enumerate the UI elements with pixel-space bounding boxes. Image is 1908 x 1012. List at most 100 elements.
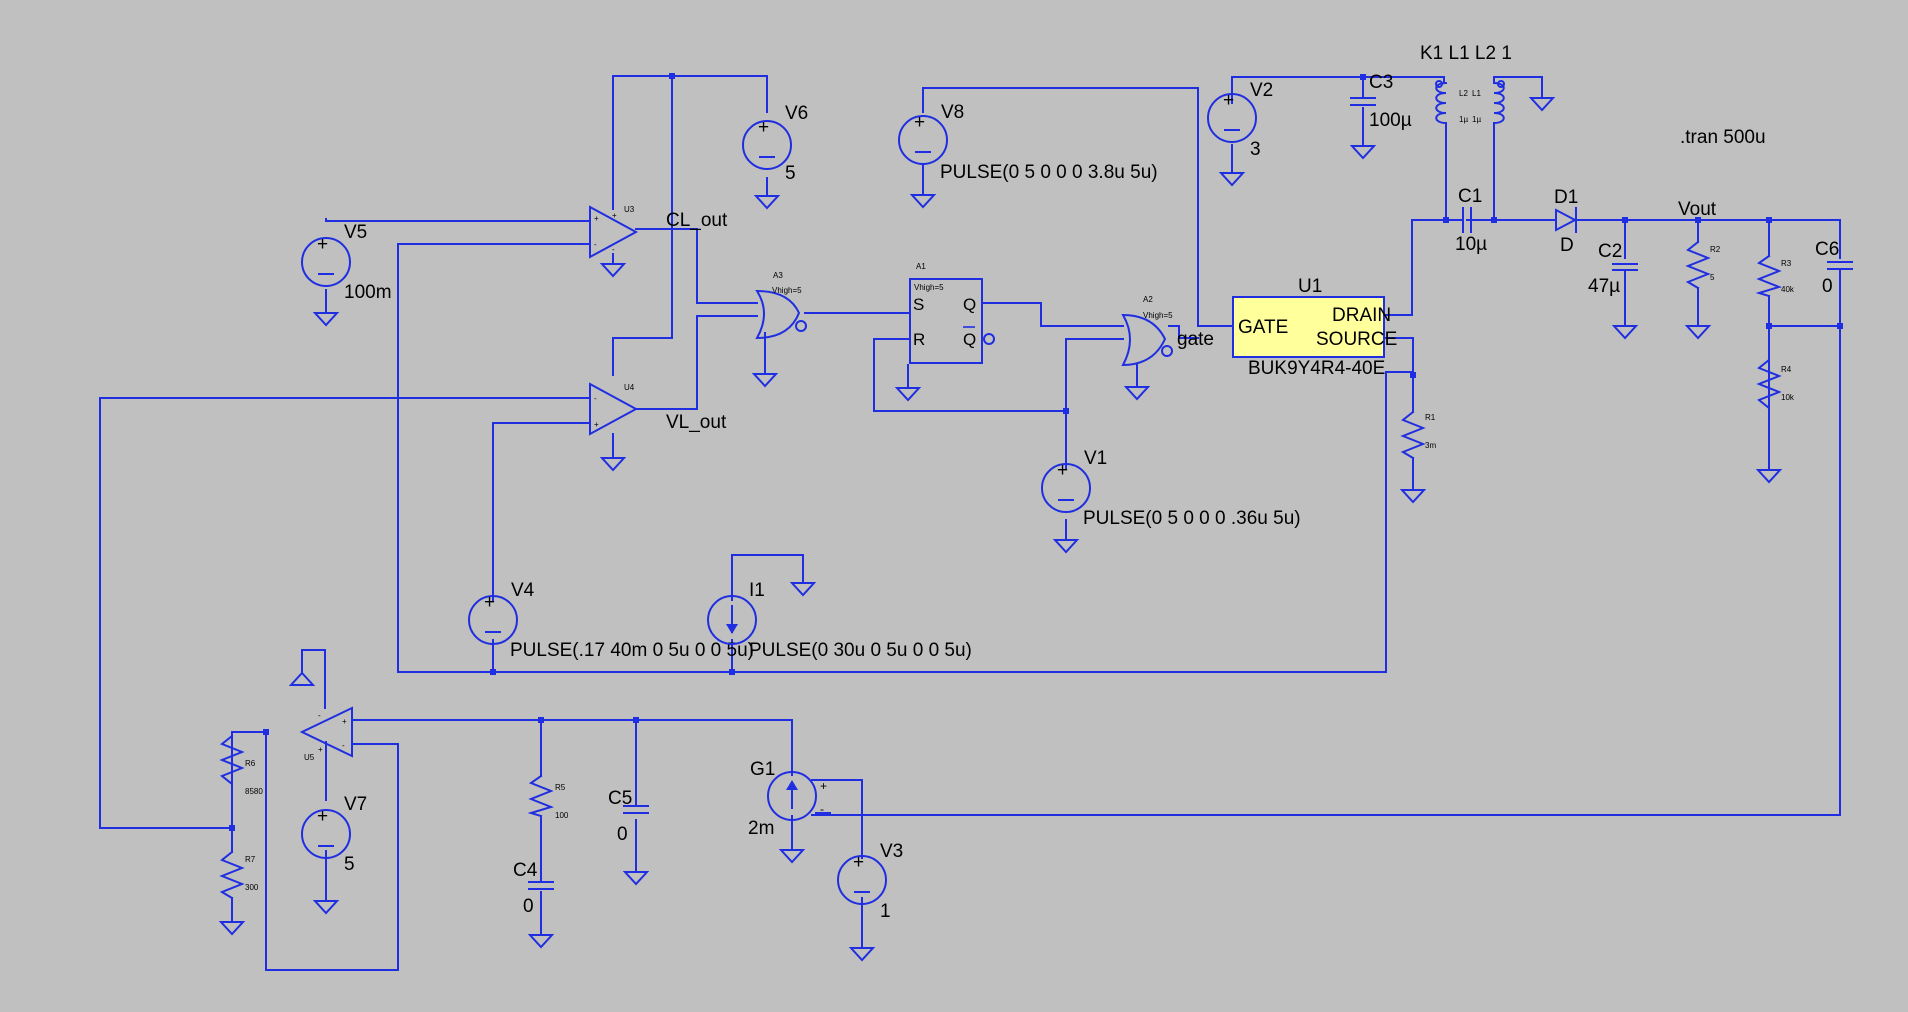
resistor-r5[interactable]: R5 100 <box>527 774 569 820</box>
svg-text:+: + <box>758 117 769 138</box>
v7-value: 5 <box>344 854 355 875</box>
svg-text:-: - <box>318 711 321 720</box>
v7-name: V7 <box>344 794 367 815</box>
drain-pin-label: DRAIN <box>1332 305 1391 326</box>
g1-name: G1 <box>750 759 775 780</box>
resistor-r2[interactable]: R2 5 <box>1685 240 1721 290</box>
svg-text:+: + <box>594 214 599 223</box>
resistor-r7[interactable]: R7 300 <box>219 850 259 900</box>
v8-name: V8 <box>941 102 964 123</box>
l1-value: 1µ <box>1472 115 1481 124</box>
svg-text:-: - <box>342 741 345 750</box>
current-source-i1[interactable]: I1 PULSE(0 30u 0 5u 0 0 5u) <box>707 580 972 661</box>
svg-text:+: + <box>612 211 617 220</box>
a2-name: A2 <box>1143 295 1153 304</box>
svg-text:+: + <box>317 806 328 827</box>
ground-symbols <box>220 97 1781 961</box>
or-gate-a3[interactable]: A3 Vhigh=5 <box>755 271 807 340</box>
voltage-source-v1[interactable]: + V1 PULSE(0 5 0 0 0 .36u 5u) <box>1041 448 1301 529</box>
u4-name: U4 <box>624 383 635 392</box>
r7-value: 300 <box>245 883 259 892</box>
c1-name: C1 <box>1458 186 1482 207</box>
a1-name: A1 <box>916 262 926 271</box>
v2-value: 3 <box>1250 139 1261 160</box>
svg-text:-: - <box>820 802 824 816</box>
capacitor-c1[interactable]: C1 10µ <box>1444 186 1492 255</box>
g1-value: 2m <box>748 818 774 839</box>
voltage-source-v6[interactable]: + V6 5 <box>742 103 808 184</box>
l1-name: L1 <box>1472 89 1481 98</box>
source-pin-label: SOURCE <box>1316 329 1397 350</box>
v5-name: V5 <box>344 222 367 243</box>
net-label-gate: gate <box>1177 329 1214 350</box>
v2-name: V2 <box>1250 80 1273 101</box>
ff-q-pin: Q <box>963 295 976 314</box>
resistor-r1[interactable]: R1 3m <box>1400 410 1436 460</box>
svg-text:+: + <box>318 745 323 754</box>
capacitor-c6[interactable]: C6 0 <box>1815 239 1853 297</box>
inductor-l2[interactable]: L2 1µ <box>1435 80 1468 129</box>
v8-value: PULSE(0 5 0 0 0 3.8u 5u) <box>940 162 1158 183</box>
svg-text:+: + <box>820 779 827 793</box>
u1-name: U1 <box>1298 276 1322 297</box>
r3-value: 40k <box>1781 285 1795 294</box>
l2-name: L2 <box>1459 89 1468 98</box>
r5-value: 100 <box>555 811 569 820</box>
flipflop-a1[interactable]: Vhigh=5 A1 S R Q Q <box>909 262 995 364</box>
r6-name: R6 <box>245 759 256 768</box>
svg-text:+: + <box>1223 90 1234 111</box>
net-label-vout: Vout <box>1678 199 1717 220</box>
r7-name: R7 <box>245 855 256 864</box>
ff-r-pin: R <box>913 330 925 349</box>
mosfet-u1[interactable]: GATE DRAIN SOURCE U1 BUK9Y4R4-40E <box>1232 276 1397 379</box>
or-gate-a2[interactable]: A2 Vhigh=5 <box>1121 295 1173 367</box>
c3-value: 100µ <box>1369 110 1412 131</box>
l2-value: 1µ <box>1459 115 1468 124</box>
c5-name: C5 <box>608 788 632 809</box>
diode-d1[interactable]: D1 D <box>1554 187 1591 256</box>
r3-name: R3 <box>1781 259 1792 268</box>
resistor-r3[interactable]: R3 40k <box>1755 254 1795 298</box>
capacitor-c2[interactable]: C2 47µ <box>1588 241 1638 297</box>
voltage-source-v4[interactable]: + V4 PULSE(.17 40m 0 5u 0 0 5u) <box>468 580 754 661</box>
capacitor-c3[interactable]: C3 100µ <box>1350 72 1412 131</box>
voltage-source-v3[interactable]: + V3 1 <box>837 841 903 922</box>
c2-name: C2 <box>1598 241 1622 262</box>
c2-value: 47µ <box>1588 276 1620 297</box>
u5-name: U5 <box>304 753 315 762</box>
opamp-u5[interactable]: +- -+ U5 <box>299 706 353 762</box>
r5-name: R5 <box>555 783 566 792</box>
ff-qbar-pin: Q <box>963 330 976 349</box>
net-label-cl-out: CL_out <box>666 210 728 231</box>
opamp-u3[interactable]: +- +- U3 <box>589 205 639 259</box>
i1-value: PULSE(0 30u 0 5u 0 0 5u) <box>749 640 972 661</box>
svg-text:+: + <box>853 852 864 873</box>
resistor-r4[interactable]: R4 10k <box>1756 358 1795 471</box>
ff-s-pin: S <box>913 295 924 314</box>
c6-value: 0 <box>1822 276 1833 297</box>
v6-name: V6 <box>785 103 808 124</box>
voltage-source-v8[interactable]: + V8 PULSE(0 5 0 0 0 3.8u 5u) <box>898 102 1158 183</box>
svg-text:+: + <box>1057 460 1068 481</box>
c3-name: C3 <box>1369 72 1393 93</box>
r2-name: R2 <box>1710 245 1721 254</box>
voltage-source-v5[interactable]: + V5 100m <box>301 222 392 303</box>
c1-value: 10µ <box>1455 234 1487 255</box>
opamp-u4[interactable]: -+ U4 <box>589 382 639 436</box>
v3-value: 1 <box>880 901 891 922</box>
voltage-source-v7[interactable]: + V7 5 <box>301 794 367 875</box>
inductor-l1[interactable]: L1 1µ <box>1472 80 1505 129</box>
voltage-source-v2[interactable]: + V2 3 <box>1207 80 1273 160</box>
resistor-r6[interactable]: R6 8580 <box>219 734 263 829</box>
v6-value: 5 <box>785 163 796 184</box>
vccs-g1[interactable]: + - G1 2m <box>748 759 831 839</box>
u3-name: U3 <box>624 205 635 214</box>
tran-directive[interactable]: .tran 500u <box>1680 127 1766 148</box>
r4-value: 10k <box>1781 393 1795 402</box>
capacitor-c5[interactable]: C5 0 <box>608 788 649 845</box>
capacitor-c4[interactable]: C4 0 <box>513 860 554 917</box>
r4-name: R4 <box>1781 365 1792 374</box>
a3-name: A3 <box>773 271 783 280</box>
c4-value: 0 <box>523 896 534 917</box>
v5-value: 100m <box>344 282 392 303</box>
